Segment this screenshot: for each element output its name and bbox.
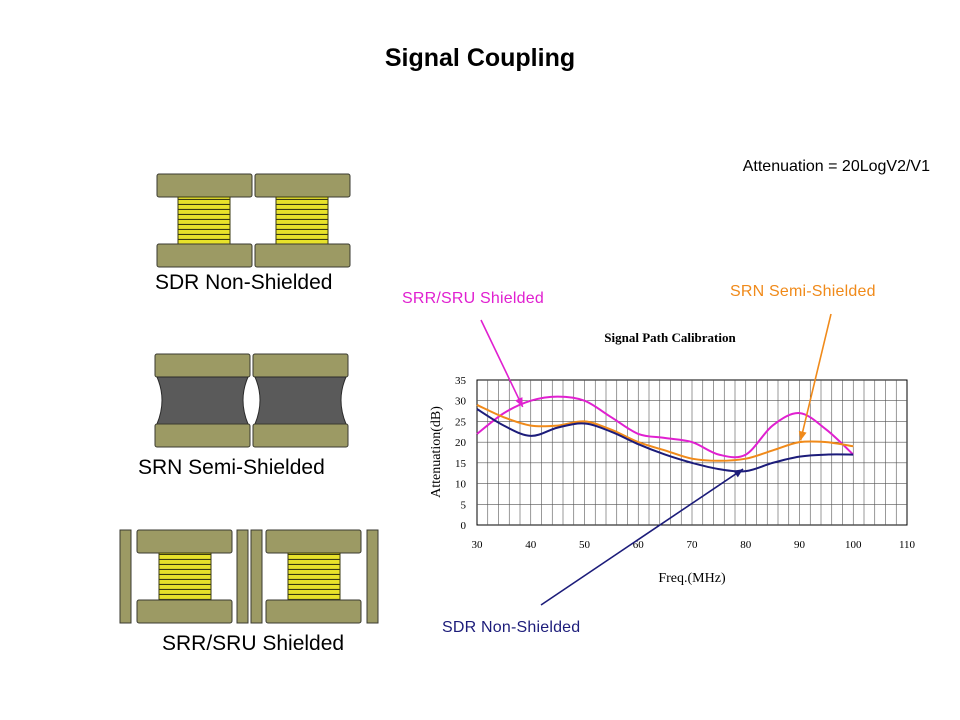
callout-sdr-label: SDR Non-Shielded <box>442 619 581 636</box>
y-tick-labels: 0 5 10 15 20 25 30 35 <box>455 375 467 532</box>
x-tick-label: 90 <box>794 539 806 551</box>
x-tick-label: 110 <box>899 539 916 551</box>
x-axis-label: Freq.(MHz) <box>658 571 726 586</box>
callout-sdr-arrow <box>540 468 744 606</box>
y-tick-label: 15 <box>455 458 467 470</box>
srr-inductor-left <box>119 529 249 624</box>
y-tick-label: 25 <box>455 416 467 428</box>
callout-srr-label: SRR/SRU Shielded <box>402 290 544 307</box>
series-line-srr-sru-shielded <box>476 395 854 459</box>
y-tick-label: 10 <box>455 479 467 491</box>
x-tick-label: 30 <box>472 539 484 551</box>
label-srr-shielded: SRR/SRU Shielded <box>162 632 345 655</box>
attenuation-formula: Attenuation = 20LogV2/V1 <box>742 158 930 175</box>
srn-inductor-left <box>154 353 251 448</box>
srr-inductor-right <box>250 529 379 624</box>
sdr-inductor-right <box>254 173 351 268</box>
x-tick-label: 40 <box>525 539 537 551</box>
chart-grid <box>476 379 908 526</box>
series-line-sdr-non-shielded <box>476 408 854 473</box>
series-line-srn-semi-shielded <box>476 403 854 462</box>
x-tick-label: 50 <box>579 539 591 551</box>
srn-inductor-right <box>252 353 349 448</box>
callout-srr-arrow <box>480 319 524 408</box>
x-tick-label: 60 <box>633 539 645 551</box>
sdr-inductor-left <box>156 173 253 268</box>
x-tick-label: 70 <box>687 539 699 551</box>
label-sdr-non-shielded: SDR Non-Shielded <box>155 271 333 294</box>
chart-title: Signal Path Calibration <box>604 330 736 345</box>
chart-series <box>476 395 854 473</box>
y-tick-label: 20 <box>455 437 467 449</box>
callout-arrows <box>480 313 832 606</box>
y-axis-label: Attenuation(dB) <box>429 406 444 498</box>
x-tick-label: 100 <box>845 539 862 551</box>
x-tick-labels: 30 40 50 60 70 80 90 100 110 <box>472 539 916 551</box>
x-tick-label: 80 <box>740 539 752 551</box>
y-tick-label: 0 <box>461 520 467 532</box>
label-srn-semi-shielded: SRN Semi-Shielded <box>138 456 325 479</box>
y-tick-label: 35 <box>455 375 467 387</box>
callout-srn-arrow <box>798 313 832 441</box>
callout-srn-label: SRN Semi-Shielded <box>730 283 876 300</box>
y-tick-label: 5 <box>461 499 467 511</box>
slide-title: Signal Coupling <box>384 44 576 72</box>
y-tick-label: 30 <box>455 396 467 408</box>
